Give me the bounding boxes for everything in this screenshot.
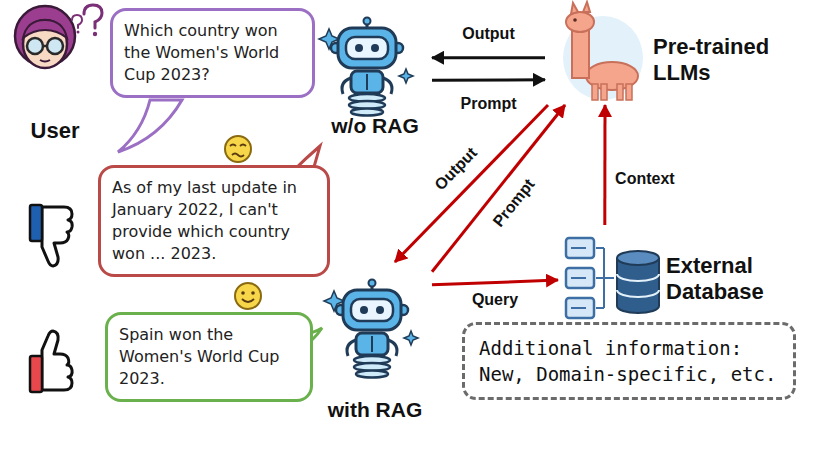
edge-label: Query: [469, 291, 521, 309]
robot-node: with RAG: [318, 262, 432, 425]
edge-label: Output: [459, 25, 517, 43]
node-title: Pre-trained LLMs: [653, 34, 793, 86]
answer-bubble: Spain won the Women's World Cup 2023.: [105, 312, 313, 402]
edge-label: Prompt: [458, 95, 520, 113]
thumbs-up-icon: [30, 331, 72, 392]
user-avatar: [15, 5, 102, 68]
thumbs-down-icon: [30, 205, 72, 266]
connector-arrow: [603, 105, 606, 225]
confused-emoji: [225, 136, 251, 162]
question-bubble: Which country won the Women's World Cup …: [110, 8, 315, 98]
llama-icon: [563, 2, 643, 100]
robot-node: w/o RAG: [318, 20, 432, 138]
node-text: As of my last update in January 2022, I …: [112, 177, 316, 265]
edge-label: Output: [430, 141, 484, 195]
robot-icon: [319, 18, 413, 116]
note-box: Additional information: New, Domain-spec…: [462, 322, 796, 400]
node-text: Additional information: New, Domain-spec…: [479, 335, 779, 387]
connector-arrow: [432, 56, 545, 59]
database-node: External Database: [558, 225, 792, 320]
node-title: w/o RAG: [318, 113, 432, 138]
node-text: Spain won the Women's World Cup 2023.: [119, 324, 299, 390]
answer-bubble: As of my last update in January 2022, I …: [98, 165, 330, 277]
database-icon: [566, 238, 659, 318]
edge-label: Prompt: [487, 174, 540, 234]
smile-emoji: [235, 283, 261, 309]
connector-arrow: [432, 280, 558, 285]
connector-arrow: [432, 78, 545, 81]
node-text: Which country won the Women's World Cup …: [124, 20, 301, 86]
llm-node: Pre-trained LLMs: [545, 0, 795, 105]
connector-arrow: [432, 105, 565, 272]
bubble-tail: [118, 100, 182, 152]
node-title: External Database: [666, 253, 790, 305]
role-label: User: [10, 118, 100, 144]
edge-label: Context: [612, 170, 678, 188]
node-title: with RAG: [318, 397, 432, 422]
robot-icon: [324, 280, 418, 378]
